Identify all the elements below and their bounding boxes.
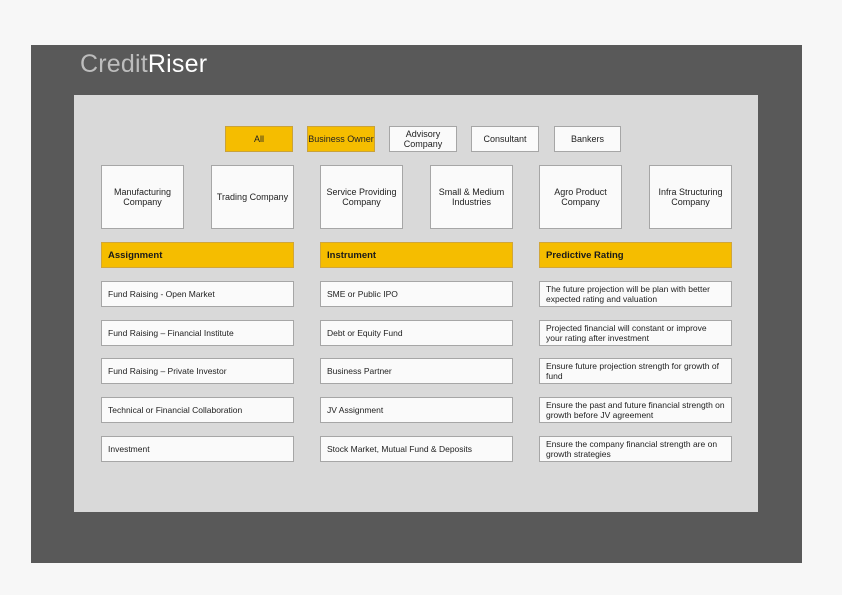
filter-advisory-company-button[interactable]: Advisory Company: [389, 126, 457, 152]
predictive-rating-item[interactable]: Ensure future projection strength for gr…: [539, 358, 732, 384]
category-agro-product[interactable]: Agro Product Company: [539, 165, 622, 229]
assignment-item[interactable]: Fund Raising – Financial Institute: [101, 320, 294, 346]
assignment-item[interactable]: Technical or Financial Collaboration: [101, 397, 294, 423]
instrument-item[interactable]: JV Assignment: [320, 397, 513, 423]
filter-consultant-button[interactable]: Consultant: [471, 126, 539, 152]
category-infra-structuring[interactable]: Infra Structuring Company: [649, 165, 732, 229]
assignment-item[interactable]: Fund Raising - Open Market: [101, 281, 294, 307]
instrument-item[interactable]: Business Partner: [320, 358, 513, 384]
assignment-item[interactable]: Investment: [101, 436, 294, 462]
brand-logo[interactable]: CreditRiser: [80, 49, 207, 79]
instrument-item[interactable]: Debt or Equity Fund: [320, 320, 513, 346]
brand-logo-part2: Riser: [147, 50, 208, 78]
filter-bankers-button[interactable]: Bankers: [554, 126, 621, 152]
category-trading[interactable]: Trading Company: [211, 165, 294, 229]
assignment-heading: Assignment: [101, 242, 294, 268]
category-manufacturing[interactable]: Manufacturing Company: [101, 165, 184, 229]
instrument-item[interactable]: Stock Market, Mutual Fund & Deposits: [320, 436, 513, 462]
category-small-medium-industries[interactable]: Small & Medium Industries: [430, 165, 513, 229]
filter-all-button[interactable]: All: [225, 126, 293, 152]
category-service-providing[interactable]: Service Providing Company: [320, 165, 403, 229]
assignment-item[interactable]: Fund Raising – Private Investor: [101, 358, 294, 384]
predictive-rating-heading: Predictive Rating: [539, 242, 732, 268]
brand-logo-part1: Credit: [80, 50, 148, 78]
predictive-rating-item[interactable]: Ensure the company financial strength ar…: [539, 436, 732, 462]
predictive-rating-item[interactable]: Ensure the past and future financial str…: [539, 397, 732, 423]
predictive-rating-item[interactable]: The future projection will be plan with …: [539, 281, 732, 307]
filter-business-owner-button[interactable]: Business Owner: [307, 126, 375, 152]
predictive-rating-item[interactable]: Projected financial will constant or imp…: [539, 320, 732, 346]
instrument-item[interactable]: SME or Public IPO: [320, 281, 513, 307]
instrument-heading: Instrument: [320, 242, 513, 268]
